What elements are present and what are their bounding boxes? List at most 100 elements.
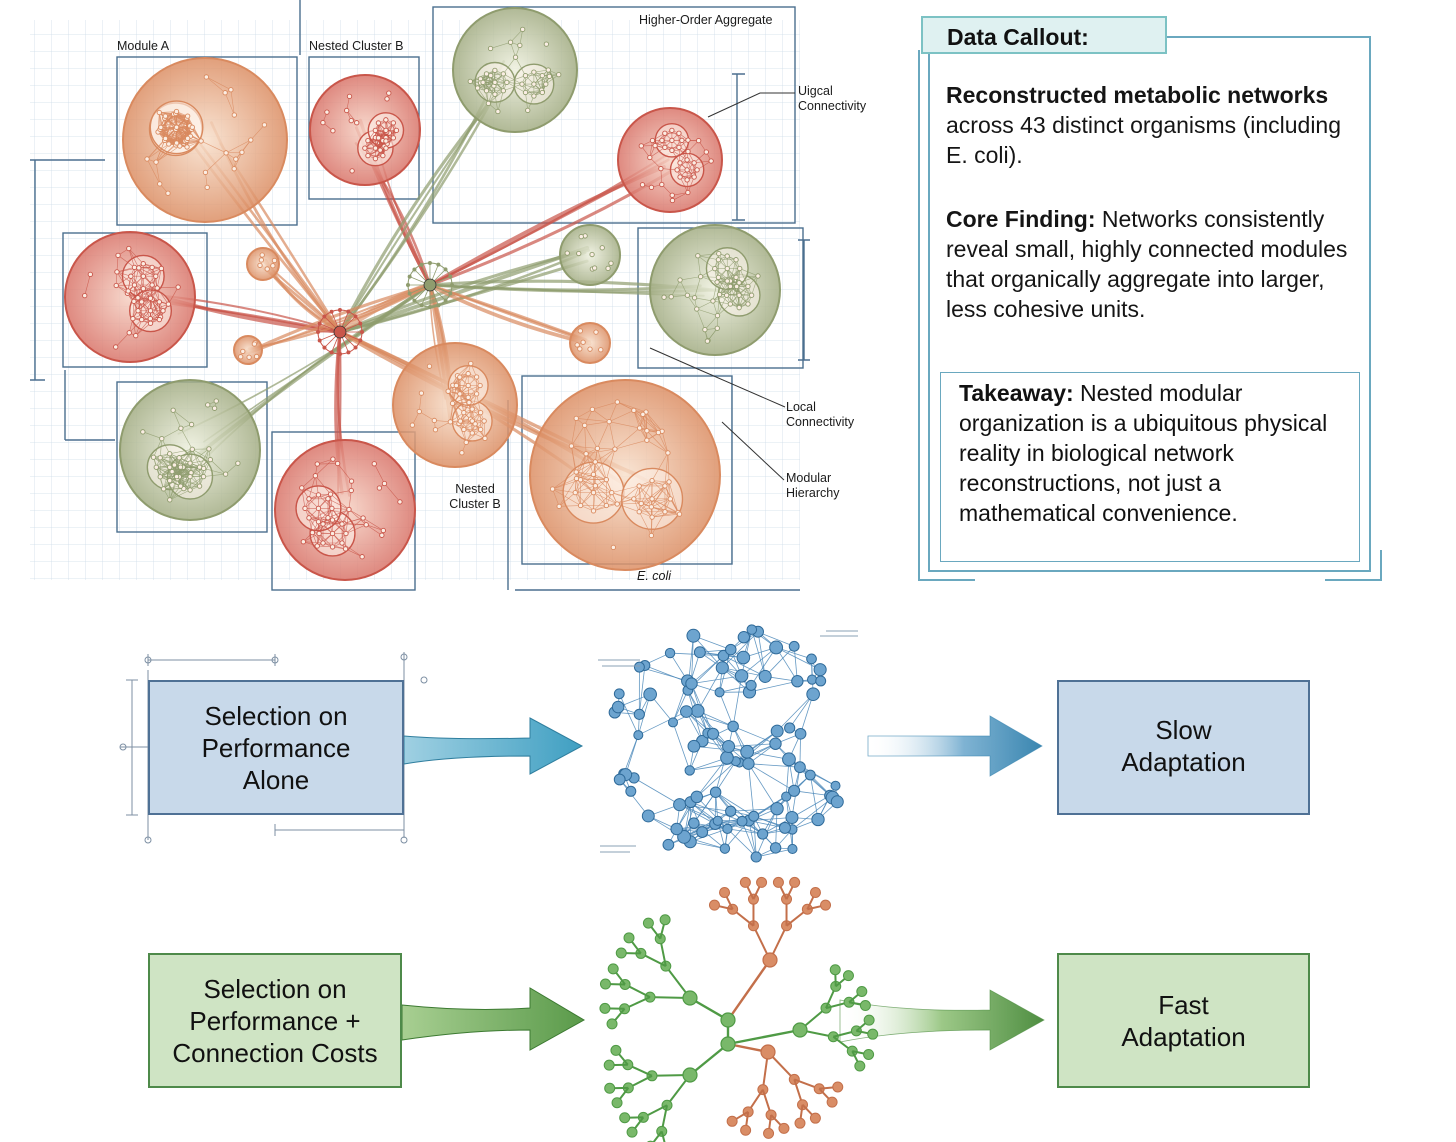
network-node bbox=[649, 514, 655, 520]
node-edge bbox=[680, 276, 701, 281]
network-node bbox=[426, 363, 433, 369]
node-edge bbox=[664, 452, 669, 486]
dense-node bbox=[633, 661, 645, 673]
tree-node bbox=[867, 1028, 879, 1040]
network-node bbox=[636, 483, 642, 489]
network-node bbox=[667, 496, 673, 502]
node-edge bbox=[651, 498, 671, 508]
dense-node bbox=[785, 811, 799, 825]
node-edge bbox=[515, 57, 526, 76]
dense-node bbox=[680, 705, 693, 718]
node-edge bbox=[128, 248, 144, 264]
module-blob bbox=[233, 335, 263, 365]
network-node bbox=[140, 273, 146, 279]
hub-node bbox=[427, 261, 432, 266]
sketch-strokes bbox=[598, 630, 858, 853]
network-node bbox=[329, 530, 336, 537]
network-node bbox=[206, 446, 212, 452]
network-node bbox=[158, 265, 165, 272]
node-edge bbox=[450, 403, 453, 422]
dense-node bbox=[664, 647, 676, 659]
hub-node bbox=[360, 330, 364, 334]
dense-node bbox=[806, 674, 818, 685]
network-node bbox=[135, 295, 141, 301]
module-frame bbox=[432, 6, 796, 224]
network-node bbox=[235, 460, 241, 466]
network-node bbox=[149, 264, 155, 270]
tree-node bbox=[859, 1000, 871, 1012]
tree-trunk bbox=[727, 1028, 801, 1046]
node-edge bbox=[155, 143, 170, 163]
network-node bbox=[270, 263, 276, 269]
label-uigcal-connectivity: Uigcal Connectivity bbox=[798, 84, 867, 113]
node-edge bbox=[668, 481, 679, 513]
node-edge bbox=[694, 297, 713, 302]
network-node bbox=[679, 137, 685, 143]
network-node bbox=[577, 502, 584, 509]
node-edge bbox=[712, 282, 718, 302]
label-nested-cluster-b-bottom: Nested Cluster B bbox=[449, 482, 501, 511]
network-node bbox=[724, 292, 730, 298]
leader-uigcal bbox=[707, 92, 795, 118]
network-node bbox=[724, 253, 730, 259]
node-edge bbox=[660, 168, 663, 185]
network-node bbox=[676, 144, 682, 151]
node-edge bbox=[135, 322, 151, 336]
node-edge bbox=[457, 363, 471, 376]
network-node bbox=[315, 519, 322, 525]
node-edge bbox=[672, 192, 689, 201]
tree-node bbox=[772, 876, 784, 888]
arrow-to-dense-network bbox=[403, 717, 584, 775]
network-node bbox=[381, 480, 388, 487]
node-edge bbox=[585, 453, 594, 475]
network-node bbox=[662, 130, 668, 136]
network-node bbox=[577, 477, 584, 483]
dense-node bbox=[625, 785, 637, 797]
hub-node bbox=[407, 274, 412, 279]
network-node bbox=[714, 325, 720, 331]
label-e-coli: E. coli bbox=[637, 569, 672, 583]
hub-node bbox=[353, 345, 358, 350]
node-edge bbox=[303, 533, 320, 542]
node-edge bbox=[585, 453, 607, 480]
network-node bbox=[300, 539, 306, 545]
arrow-to-slow-adaptation bbox=[867, 715, 1043, 777]
dense-node bbox=[688, 817, 700, 829]
network-node bbox=[592, 459, 598, 465]
network-node bbox=[590, 489, 597, 496]
node-edge bbox=[718, 253, 728, 269]
network-node bbox=[712, 265, 718, 272]
network-node bbox=[589, 406, 596, 413]
node-edge bbox=[156, 287, 169, 305]
node-edge bbox=[718, 277, 727, 296]
network-node bbox=[598, 347, 604, 353]
node-edge bbox=[606, 449, 616, 480]
network-node bbox=[727, 301, 733, 307]
dense-node bbox=[685, 677, 698, 690]
network-node bbox=[157, 455, 163, 461]
network-node bbox=[173, 108, 180, 115]
node-edge bbox=[151, 284, 160, 303]
dense-edge bbox=[789, 694, 814, 729]
network-node bbox=[167, 464, 173, 470]
network-node bbox=[474, 85, 481, 91]
network-node bbox=[676, 130, 682, 136]
tree-node bbox=[619, 1112, 631, 1124]
hub-node bbox=[443, 298, 448, 303]
network-node bbox=[144, 156, 150, 162]
network-node bbox=[710, 298, 716, 304]
network-node bbox=[582, 422, 588, 428]
module-blob bbox=[529, 379, 721, 571]
node-edge bbox=[739, 268, 749, 287]
network-node bbox=[576, 250, 582, 257]
node-edge bbox=[452, 403, 461, 422]
network-node bbox=[573, 415, 579, 421]
network-node bbox=[384, 96, 390, 102]
dense-node bbox=[613, 688, 625, 700]
node-edge bbox=[225, 463, 239, 475]
dense-edge bbox=[775, 647, 821, 671]
network-node bbox=[329, 517, 336, 523]
network-node bbox=[158, 124, 164, 130]
node-edge bbox=[638, 485, 653, 500]
network-node bbox=[302, 505, 308, 511]
